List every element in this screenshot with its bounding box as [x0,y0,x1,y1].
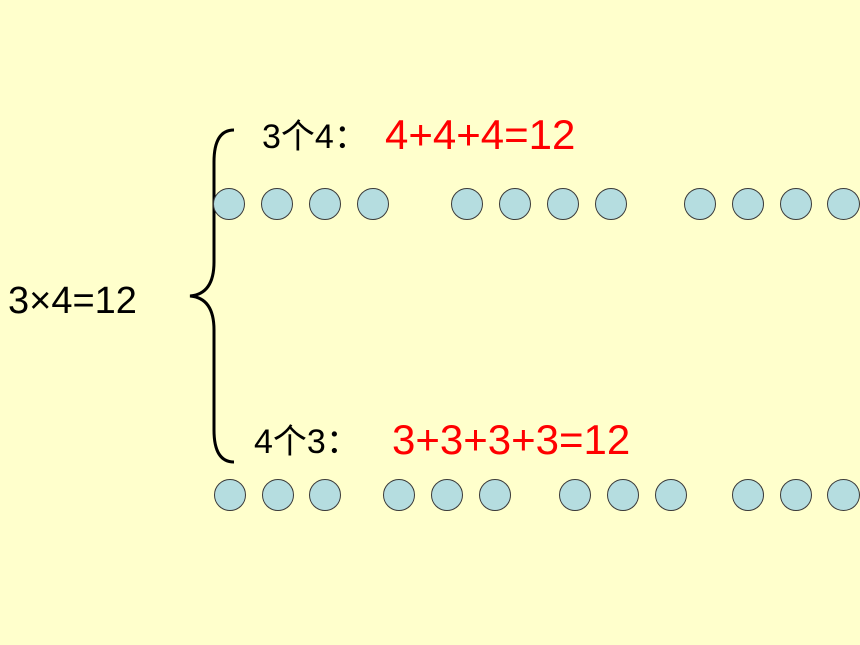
dot-circle [214,479,246,511]
dot-circle [383,479,415,511]
dot-circle [451,188,483,220]
dot-circle [357,188,389,220]
dot-circle [309,479,341,511]
bottom-sum: 3+3+3+3=12 [392,416,631,463]
dot-circle [559,479,591,511]
dot-circle [547,188,579,220]
dot-circle [827,479,860,511]
dot-circle [827,188,860,220]
dot-circle [595,188,627,220]
dot-circle [780,188,812,220]
top-group-label: 3个4： [262,118,368,156]
dot-circle [431,479,463,511]
equation-label: 3×4=12 [8,280,137,322]
top-sum: 4+4+4=12 [385,111,576,158]
dot-circle [479,479,511,511]
dot-circle [499,188,531,220]
dot-circle [261,188,293,220]
dot-circle [655,479,687,511]
dot-circle [213,188,245,220]
dot-circle [262,479,294,511]
dot-circle [309,188,341,220]
dot-circle [607,479,639,511]
dot-circle [780,479,812,511]
dot-circle [684,188,716,220]
bottom-group-label: 4个3： [254,423,360,461]
dot-circle [732,479,764,511]
dot-circle [732,188,764,220]
